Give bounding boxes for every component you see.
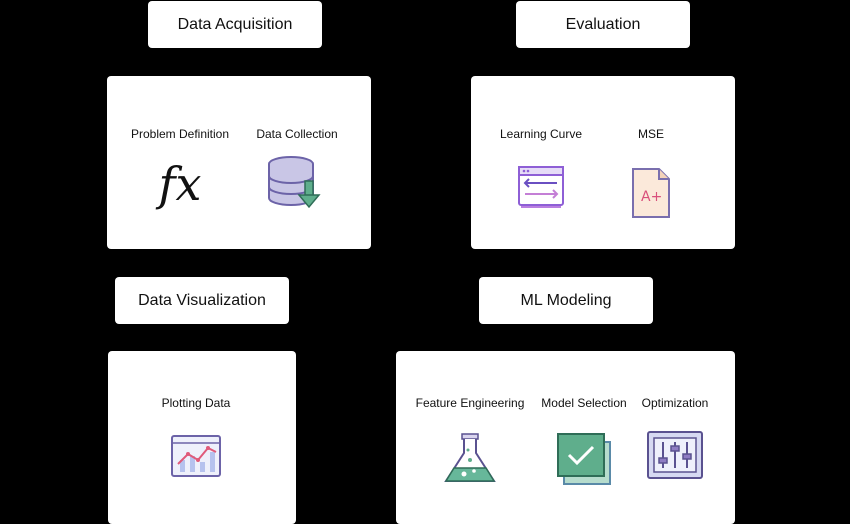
grade-glyph: A+ [641, 189, 662, 205]
model-selection-item: Model Selection [534, 396, 634, 486]
problem-definition-label: Problem Definition [130, 127, 230, 141]
learning-curve-label: Learning Curve [499, 127, 583, 141]
data-visualization-panel: Plotting Data [108, 351, 296, 524]
database-download-icon [265, 155, 329, 211]
flask-icon [442, 432, 498, 486]
mse-item: MSE A+ [621, 127, 681, 219]
ml-modeling-header: ML Modeling [479, 277, 653, 324]
feature-engineering-item: Feature Engineering [410, 396, 530, 486]
sliders-icon [646, 430, 704, 480]
optimization-item: Optimization [630, 396, 720, 480]
plotting-data-label: Plotting Data [161, 396, 231, 410]
data-acquisition-panel: Problem Definition fx Data Collection [107, 76, 371, 249]
data-collection-item: Data Collection [247, 127, 347, 211]
evaluation-header: Evaluation [516, 1, 690, 48]
data-collection-label: Data Collection [256, 127, 338, 141]
model-selection-label: Model Selection [541, 396, 627, 410]
fx-glyph: fx [158, 157, 202, 211]
plotting-data-item: Plotting Data [146, 396, 246, 478]
mse-label: MSE [637, 127, 664, 141]
learning-curve-item: Learning Curve [491, 127, 591, 209]
problem-definition-item: Problem Definition fx [125, 127, 235, 207]
optimization-label: Optimization [641, 396, 709, 410]
evaluation-panel: Learning Curve MSE A+ [471, 76, 735, 249]
data-visualization-header: Data Visualization [115, 277, 289, 324]
graded-document-icon: A+ [629, 167, 673, 219]
feature-engineering-label: Feature Engineering [415, 396, 525, 410]
line-chart-icon [170, 434, 222, 478]
browser-slider-icon [517, 165, 565, 209]
function-fx-icon: fx [159, 161, 202, 207]
data-acquisition-header: Data Acquisition [148, 1, 322, 48]
checkbox-icon [556, 432, 612, 486]
ml-modeling-panel: Feature Engineering Model Selection Opti… [396, 351, 735, 524]
